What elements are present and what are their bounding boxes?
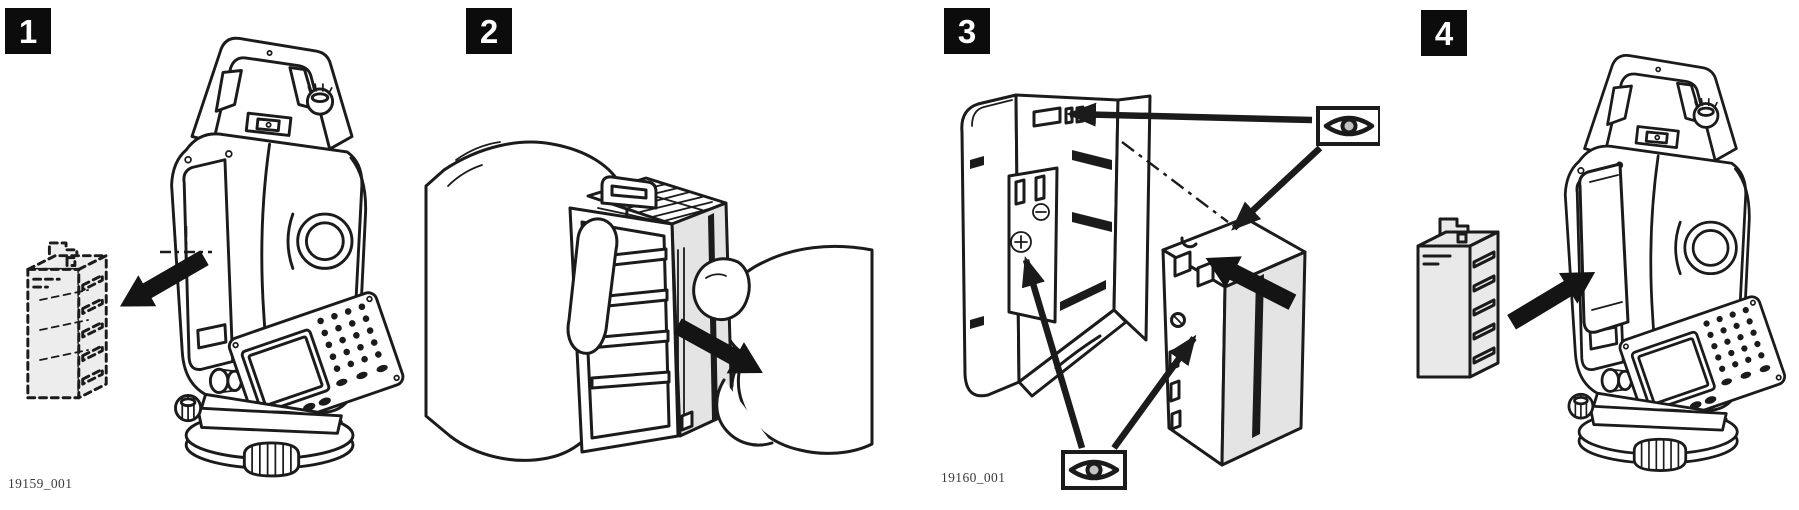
figure-label-19160-001: 19160_001: [941, 470, 1006, 485]
panel-step-3: 3 19160_001: [820, 0, 1380, 510]
step-4-number: 4: [1434, 14, 1454, 52]
holder-inner-dashes: [39, 289, 89, 361]
illustration-step-1-total-station-battery-holder-removed: [26, 36, 407, 478]
contact-plate: [1007, 166, 1059, 324]
step-1-badge: 1: [5, 8, 51, 54]
battery-holder-phantom: [26, 241, 108, 400]
panel-step-4: 4: [1380, 0, 1799, 510]
eye-check-icon-top: [1318, 108, 1380, 144]
battery-holder-drawing: [1416, 217, 1500, 379]
step-2-badge: 2: [466, 8, 512, 54]
polarity-minus-icon: [1032, 203, 1050, 221]
eye-check-icon-bottom: [1063, 452, 1125, 488]
step-3-number: 3: [957, 12, 977, 50]
step-2-number: 2: [479, 12, 499, 50]
step-3-badge: 3: [944, 8, 990, 54]
illustration-step-2-hands-removing-battery: [424, 140, 874, 462]
open-compartment: [1578, 162, 1630, 334]
total-station-drawing: [170, 36, 407, 478]
illustration-step-4-holder-into-station: [1416, 54, 1789, 472]
panel-step-2: 2: [420, 0, 880, 510]
step-4-badge: 4: [1421, 10, 1467, 56]
polarity-plus-icon: [1010, 231, 1032, 253]
battery-drawing: [1161, 216, 1307, 467]
illustration-step-3-battery-into-holder: [960, 93, 1380, 510]
panel-step-1: 1 19159_001: [0, 0, 420, 510]
right-thumb-fingers-drawing: [692, 257, 774, 447]
holder-latch-slot: [1032, 106, 1062, 128]
figure-label-19159-001: 19159_001: [8, 476, 73, 491]
left-thumb-drawing: [566, 217, 619, 355]
alignment-dash-dot-line: [1121, 141, 1229, 223]
step-1-number: 1: [18, 12, 38, 50]
check-callout-arrows: [1021, 102, 1323, 450]
compartment-crosshair-mark: [160, 226, 212, 278]
